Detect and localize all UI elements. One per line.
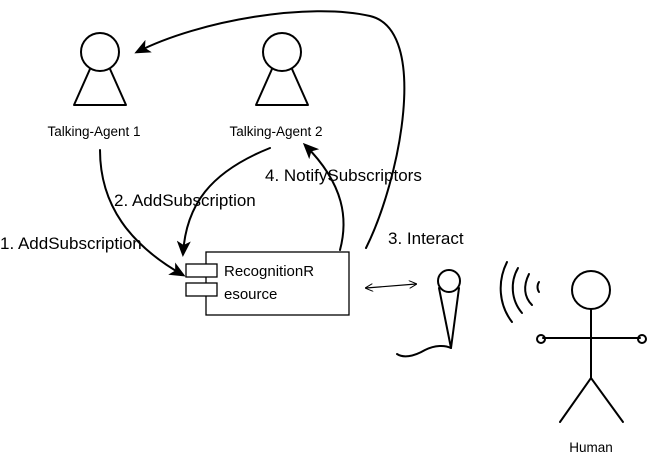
component-label-line-2: esource [224,286,277,303]
sound-waves-icon [499,261,540,323]
arrow-notify-agent-2 [302,142,345,251]
microphone-icon [396,269,461,358]
human-right-hand [637,334,647,344]
recognition-resource-component: RecognitionR esource [185,251,350,316]
step-1-label: 1. AddSubscription [0,234,142,253]
arrow-interact [366,284,416,288]
agent-2-label: Talking-Agent 2 [229,124,322,139]
agent-2-head [262,32,302,72]
step-2-label: 2. AddSubscription [114,191,256,210]
arrow-notify-agent-1 [134,10,406,249]
component-box [205,251,350,316]
step-3-label: 3. Interact [388,229,464,248]
agent-2-body [255,68,309,106]
human-left-hand [536,334,546,344]
component-port-top [185,263,218,278]
talking-agent-1-actor: Talking-Agent 1 [47,32,141,139]
human-legs [559,377,624,423]
step-4-label: 4. NotifySubscriptors [265,166,422,185]
agent-1-body [73,68,127,106]
arrow-add-subscription-2 [176,147,271,257]
component-label-line-1: RecognitionR [224,263,314,280]
agent-1-head [80,32,120,72]
agent-1-label: Talking-Agent 1 [47,124,140,139]
talking-agent-2-actor: Talking-Agent 2 [229,32,323,139]
component-port-bottom [185,282,218,297]
human-head [571,270,611,310]
human-label: Human [569,440,613,455]
arrow-add-subscription-1 [99,149,186,277]
human-actor: Human [536,270,647,455]
